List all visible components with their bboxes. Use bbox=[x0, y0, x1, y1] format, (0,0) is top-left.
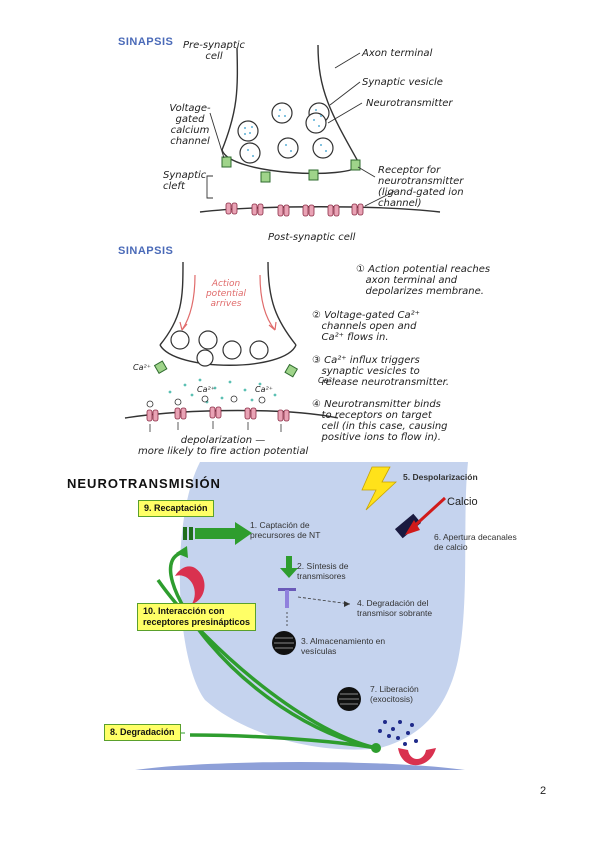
step-2-sintesis: 2. Síntesis de transmisores bbox=[297, 561, 349, 581]
step-6-apertura: 6. Apertura decanales de calcio bbox=[434, 532, 517, 552]
step-3: ③ Ca²⁺ influx triggers synaptic vesicles… bbox=[312, 355, 450, 388]
sinapsis-heading-2: SINAPSIS bbox=[118, 245, 174, 257]
depolarization-note: depolarization — more likely to fire act… bbox=[138, 435, 309, 457]
presynaptic-receptor-icon bbox=[175, 566, 205, 604]
synaptic-cleft-label: Synaptic cleft bbox=[163, 170, 207, 192]
ca-label-mid2: Ca²⁺ bbox=[255, 385, 273, 394]
synaptic-vesicles bbox=[237, 102, 334, 164]
box-recaptacion: 9. Recaptación bbox=[138, 500, 214, 517]
ca-label-mid1: Ca²⁺ bbox=[197, 385, 215, 394]
box-interaccion: 10. Interacción con receptores presinápt… bbox=[137, 603, 257, 631]
step-4: ④ Neurotransmitter binds to receptors on… bbox=[312, 399, 448, 443]
neurotransmitter-label: Neurotransmitter bbox=[366, 98, 453, 109]
sinapsis-heading-1: SINAPSIS bbox=[118, 36, 174, 48]
box-degradacion: 8. Degradación bbox=[104, 724, 181, 741]
presynaptic-label: Pre-synaptic cell bbox=[182, 40, 246, 62]
step-3-almacenamiento: 3. Almacenamiento en vesículas bbox=[301, 636, 386, 656]
postsynaptic-receptor-icon bbox=[398, 748, 436, 766]
synaptic-vesicle-label: Synaptic vesicle bbox=[362, 77, 443, 88]
voltage-channel-label: Voltage- gated calcium channel bbox=[169, 103, 211, 147]
neurotransmision-title: NEUROTRANSMISIÓN bbox=[67, 476, 221, 491]
ca-label-right: Ca²⁺ bbox=[318, 376, 336, 385]
bolt-icon bbox=[361, 466, 398, 511]
step-5-despolarizacion: 5. Despolarización bbox=[403, 472, 478, 482]
ca-label-left: Ca²⁺ bbox=[133, 363, 151, 372]
step-7-liberacion: 7. Liberación (exocitosis) bbox=[370, 684, 419, 704]
postsynaptic-label: Post-synaptic cell bbox=[268, 232, 356, 243]
calcium-channels bbox=[221, 156, 361, 183]
ap-arrives-label: Action potential arrives bbox=[205, 279, 247, 309]
receptor-label: Receptor for neurotransmitter (ligand-ga… bbox=[378, 165, 464, 209]
axon-terminal-label: Axon terminal bbox=[362, 48, 433, 59]
step-4-degradacion: 4. Degradación del transmisor sobrante bbox=[357, 598, 433, 618]
step-1: ① Action potential reaches axon terminal… bbox=[356, 264, 491, 297]
calcium-channel-icon bbox=[394, 513, 422, 539]
calcio-label: Calcio bbox=[447, 496, 478, 508]
page-number: 2 bbox=[540, 785, 547, 797]
receptors bbox=[225, 202, 364, 217]
step-1-captacion: 1. Captación de precursores de NT bbox=[250, 520, 321, 540]
step-2: ② Voltage-gated Ca²⁺ channels open and C… bbox=[312, 310, 420, 343]
